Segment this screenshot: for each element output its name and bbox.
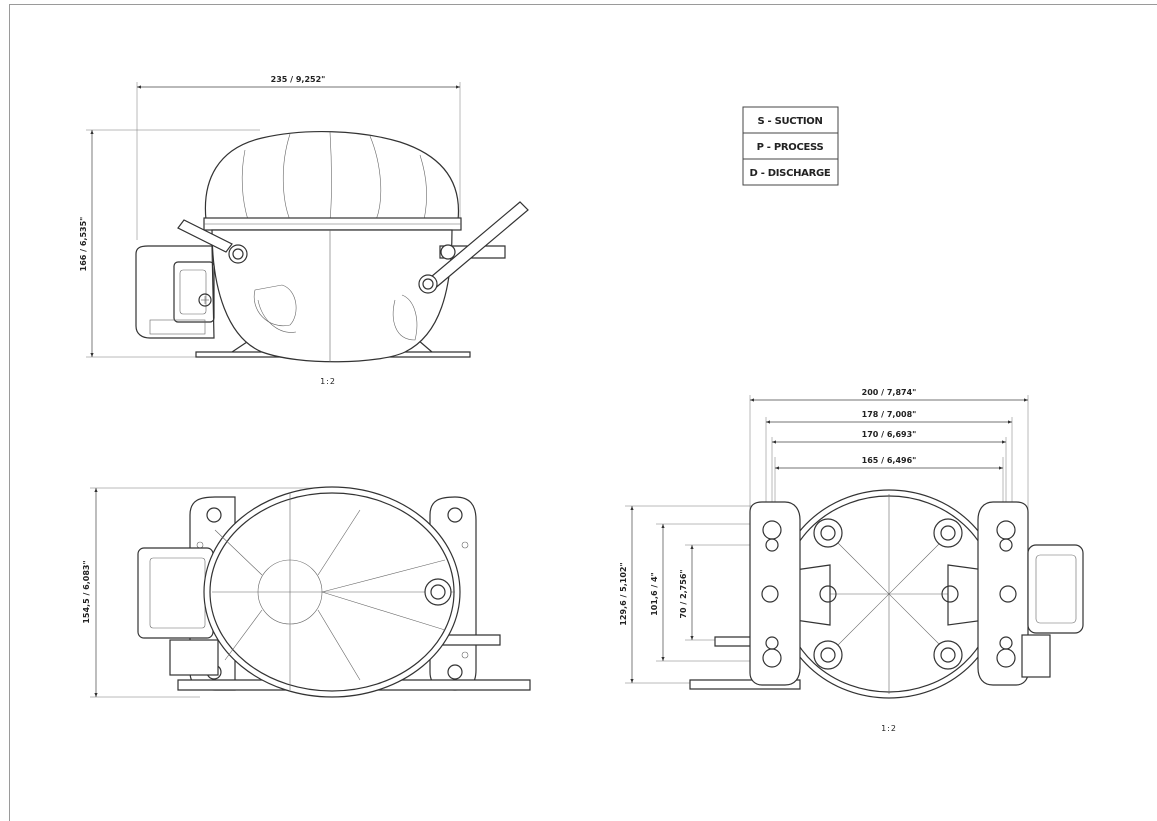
dim-165: 165 / 6,496" — [862, 456, 917, 465]
side-view-scale: 1:2 — [320, 377, 336, 386]
sheet-border — [9, 4, 1157, 821]
dim-178: 178 / 7,008" — [862, 410, 917, 419]
side-view: 235 / 9,252" 166 / 6,535" — [79, 75, 529, 386]
dim-129: 129,6 / 5,102" — [619, 562, 628, 625]
top-view: 154,5 / 6,083" — [82, 486, 531, 698]
dim-200: 200 / 7,874" — [862, 388, 917, 397]
legend-process: P - PROCESS — [757, 142, 824, 153]
top-height-dimension: 154,5 / 6,083" — [82, 560, 91, 623]
dim-101: 101,6 / 4" — [650, 572, 659, 616]
suction-tube — [177, 219, 233, 253]
compressor-dome — [204, 131, 460, 221]
port-legend: S - SUCTION P - PROCESS D - DISCHARGE — [742, 106, 839, 186]
dim-70: 70 / 2,756" — [679, 569, 688, 618]
terminal-box — [135, 245, 215, 339]
base-view-scale: 1:2 — [881, 724, 897, 733]
base-left-mount — [749, 501, 801, 686]
legend-discharge: D - DISCHARGE — [750, 168, 831, 179]
dim-170: 170 / 6,693" — [862, 430, 917, 439]
base-terminal-box — [1027, 544, 1084, 634]
side-height-dimension: 166 / 6,535" — [79, 217, 88, 272]
side-width-dimension: 235 / 9,252" — [271, 75, 326, 84]
compressor-lower-housing — [211, 229, 453, 363]
base-right-mount — [977, 501, 1029, 686]
legend-suction: S - SUCTION — [757, 116, 822, 127]
top-terminal-box — [137, 547, 214, 639]
base-view: 200 / 7,874" 178 / 7,008" 170 / 6,693" 1… — [619, 388, 1084, 733]
